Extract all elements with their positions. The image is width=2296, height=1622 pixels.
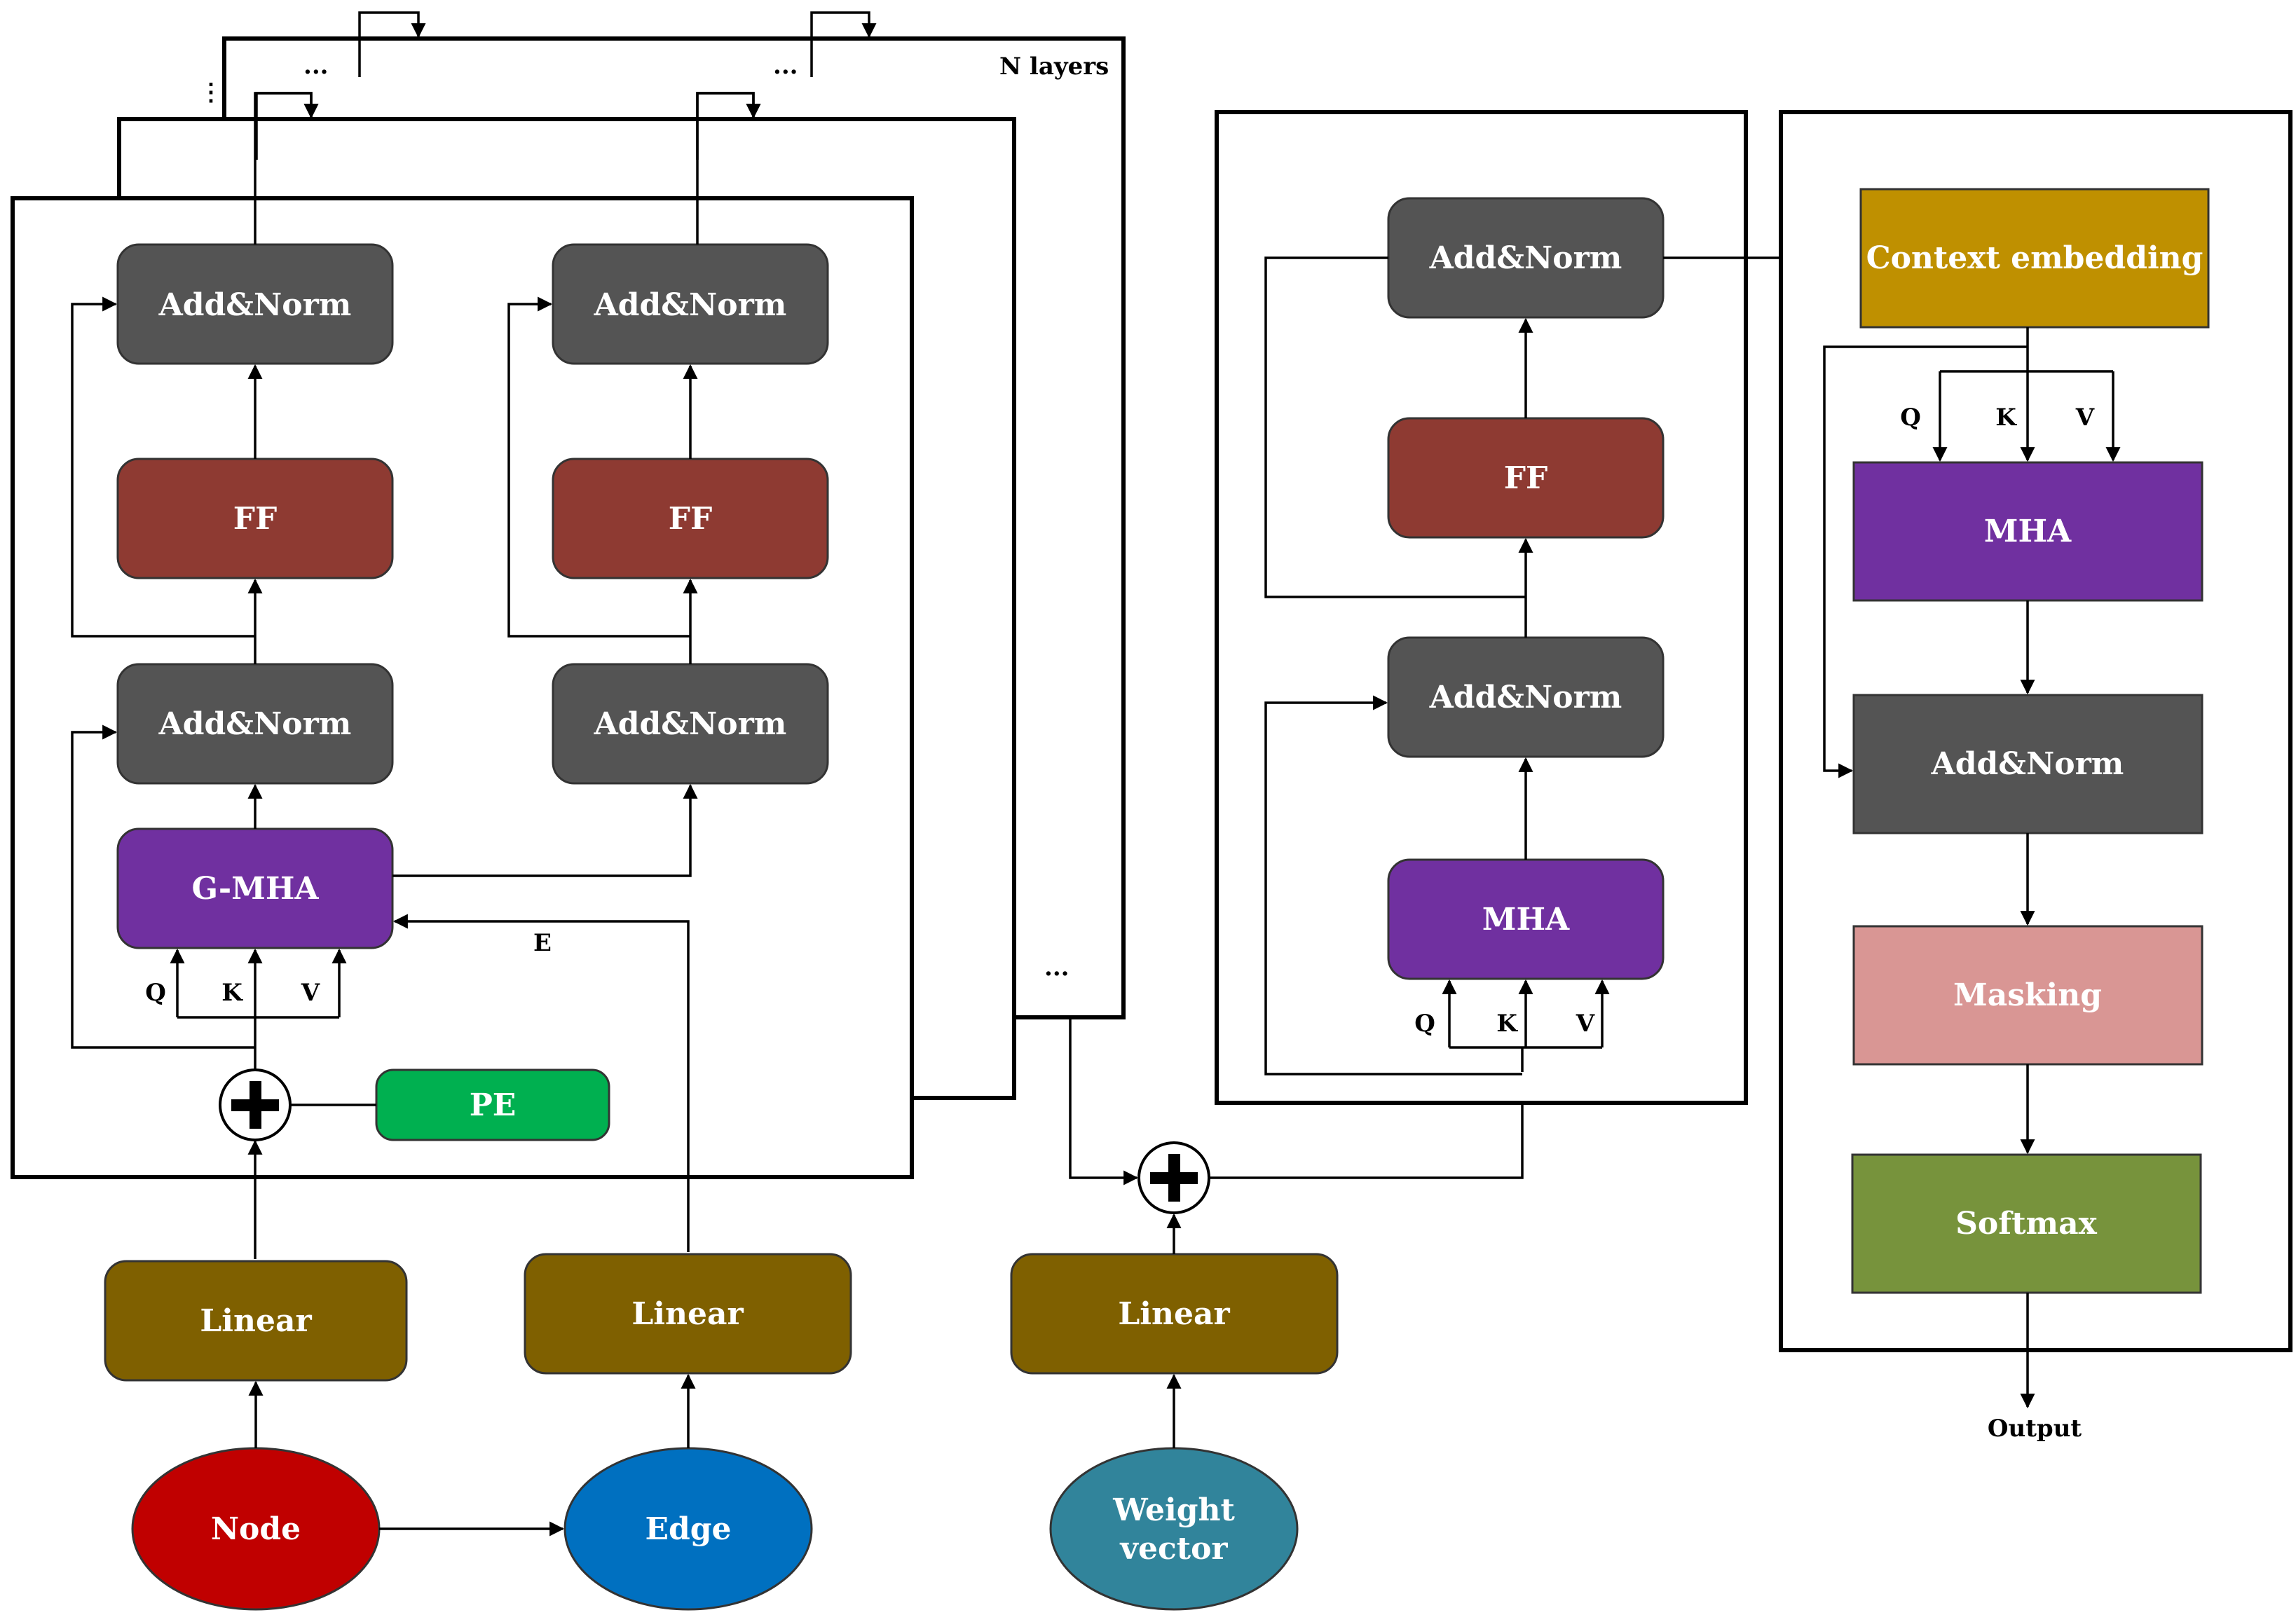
node-add-norm-top-label: Add&Norm [158, 287, 352, 323]
middle-mha-label: MHA [1482, 902, 1570, 937]
decoder-mha [1852, 461, 2203, 602]
context-embedding-block [1859, 188, 2210, 329]
edge-add-norm-bottom-label: Add&Norm [594, 706, 787, 742]
add-plus-icon-encoder [219, 1068, 292, 1141]
edge-linear-to-gmha [392, 914, 690, 1252]
pe-label: PE [470, 1087, 517, 1123]
vertical-ellipsis: ⋮ [199, 78, 223, 106]
ellipsis-top-right: ... [773, 52, 798, 80]
weight-vector-label-line2: vector [1119, 1531, 1228, 1567]
encoder-output-to-plus [1069, 1019, 1139, 1185]
edge-ff-label: FF [669, 501, 712, 537]
decoder-q-label: Q [1900, 404, 1921, 432]
masking-label: Masking [1953, 977, 2102, 1013]
linear-edge-label: Linear [631, 1296, 744, 1332]
middle-ff-label: FF [1504, 460, 1547, 496]
middle-k-label: K [1496, 1010, 1518, 1038]
middle-add-norm-top-label: Add&Norm [1429, 240, 1622, 276]
n-layers-label: N layers [999, 53, 1109, 81]
gmha-to-edge-addnorm [392, 783, 698, 877]
ff-residual-node [71, 296, 255, 638]
gmha-q-label: Q [145, 979, 166, 1007]
masking-block [1852, 925, 2203, 1066]
edge-add-norm-top-label: Add&Norm [594, 287, 787, 323]
weight-vector-input [1049, 1447, 1299, 1611]
middle-v-label: V [1576, 1010, 1595, 1038]
softmax-label: Softmax [1955, 1206, 2097, 1242]
e-label: E [533, 929, 552, 957]
gmha-label: G-MHA [191, 871, 319, 907]
output-label: Output [1988, 1415, 2082, 1443]
decoder-add-norm-label: Add&Norm [1931, 746, 2124, 782]
linear-edge-block [524, 1253, 852, 1375]
edge-input-label: Edge [645, 1511, 731, 1547]
plus-to-middle-block [1209, 1072, 1524, 1179]
node-input-label: Node [211, 1511, 301, 1547]
decoder-v-label: V [2075, 404, 2095, 432]
decoder-mha-label: MHA [1984, 514, 2072, 549]
ellipsis-top-left: ... [303, 52, 329, 80]
decoder-residual [1823, 345, 2028, 778]
softmax-block [1851, 1153, 2202, 1294]
node-ff-label: FF [233, 501, 277, 537]
weight-vector-label-line1: Weight [1112, 1492, 1235, 1528]
back-frame-residual-right [810, 11, 877, 77]
gmha-v-label: V [301, 979, 320, 1007]
middle-mha-residual [1264, 695, 1522, 1075]
edge-addnorm-top-out [696, 92, 761, 245]
ellipsis-output: ... [1044, 954, 1070, 982]
middle-ff-residual [1264, 256, 1526, 598]
linear-node-label: Linear [200, 1303, 312, 1339]
back-frame-residual-left [358, 11, 426, 77]
linear-weight-label: Linear [1118, 1296, 1230, 1332]
ff-residual-edge [507, 296, 690, 638]
decoder-k-label: K [1995, 404, 2017, 432]
middle-add-norm-bottom-label: Add&Norm [1429, 680, 1622, 715]
node-add-norm-bottom-label: Add&Norm [158, 706, 352, 742]
add-plus-icon-fusion [1137, 1141, 1210, 1214]
gmha-residual-node [71, 724, 255, 1049]
gmha-k-label: K [221, 979, 243, 1007]
middle-q-label: Q [1414, 1010, 1435, 1038]
node-addnorm-top-out [254, 92, 319, 245]
context-embedding-label: Context embedding [1866, 240, 2203, 276]
linear-node-block [104, 1260, 408, 1382]
edge-add-norm-top [552, 243, 829, 365]
